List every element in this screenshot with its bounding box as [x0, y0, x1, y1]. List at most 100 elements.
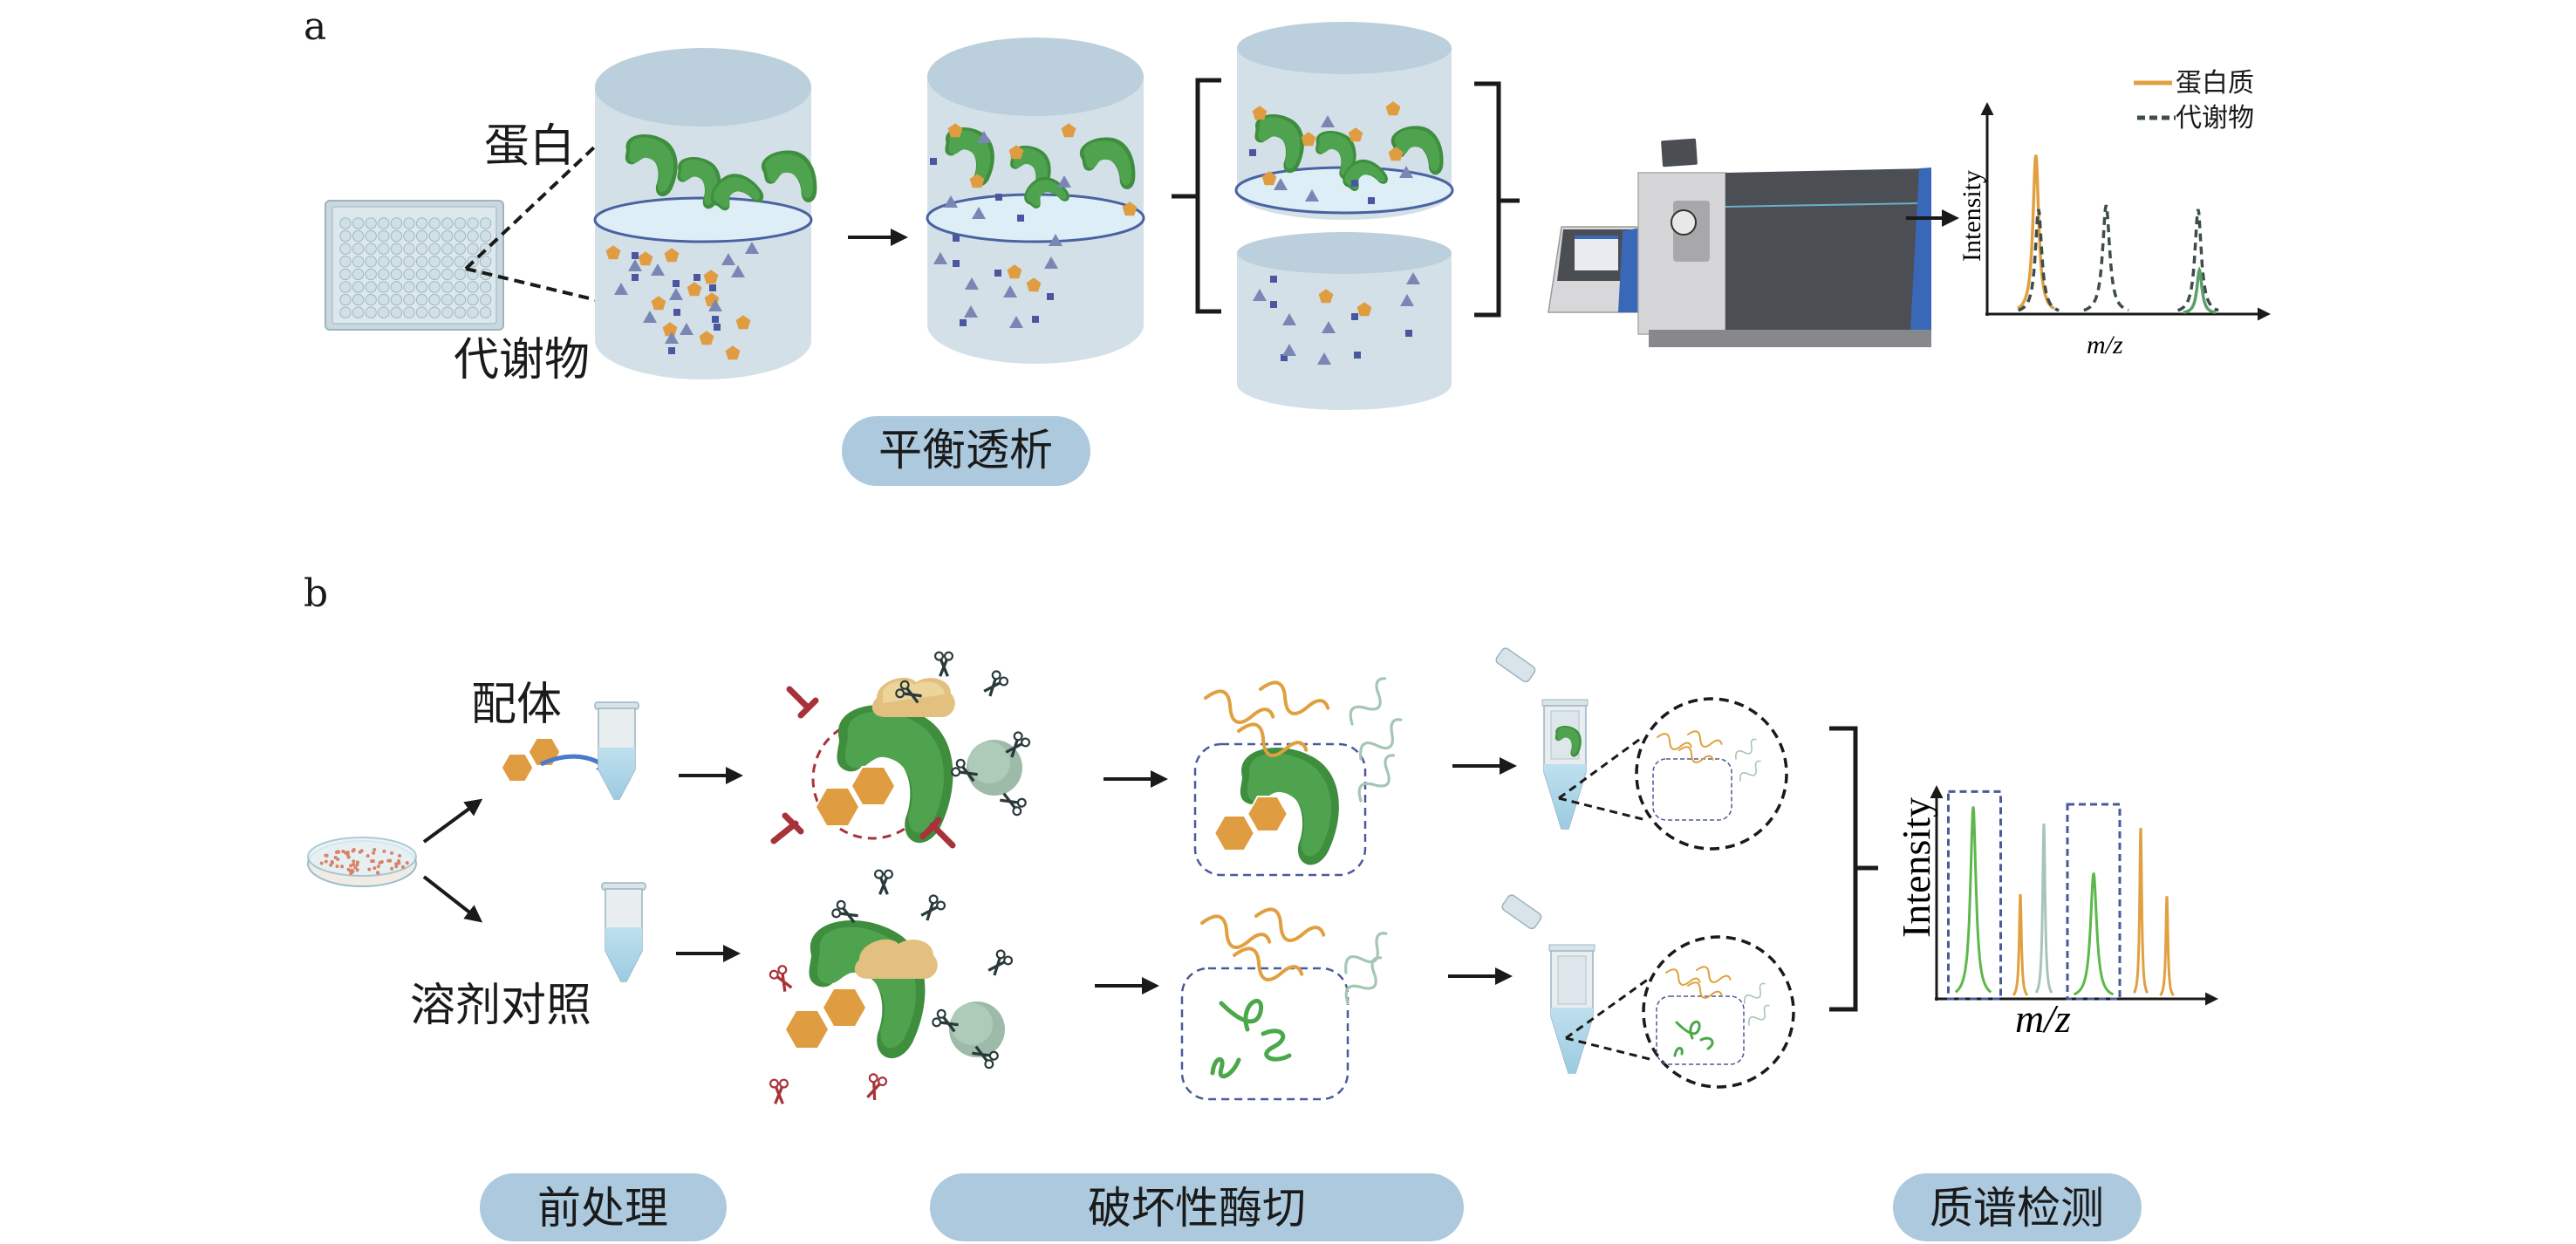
metabolite-square-icon — [1249, 149, 1256, 156]
well — [340, 256, 351, 267]
peak-target-protein-0 — [1956, 807, 1992, 993]
dialysis-chamber-initial — [595, 48, 823, 379]
step-pill-pretreatment: 前处理 — [480, 1173, 727, 1241]
peak-target-protein-1 — [2074, 873, 2114, 995]
scissors-icon — [981, 670, 1009, 700]
peptide-fragment — [1198, 912, 1271, 958]
well — [404, 256, 414, 267]
metabolite-square-icon — [1270, 301, 1277, 308]
well — [366, 243, 376, 254]
cell-dot — [341, 850, 345, 853]
cell-dot — [331, 861, 334, 865]
well — [352, 269, 363, 279]
cell-dot — [386, 859, 390, 863]
well — [391, 282, 401, 292]
cell-dot — [336, 858, 339, 861]
well — [404, 243, 414, 254]
well — [416, 269, 427, 279]
well — [468, 218, 478, 229]
step-pill-equilibrium-dialysis: 平衡透析 — [842, 416, 1090, 486]
chart-a: Intensity m/z 蛋白质 代谢物 — [1958, 68, 2268, 359]
well — [454, 282, 465, 292]
chart-a-xlabel: m/z — [2087, 331, 2123, 359]
well — [468, 230, 478, 241]
well — [429, 269, 440, 279]
well — [379, 282, 389, 292]
cell-dot — [356, 868, 359, 871]
cell-dot — [372, 866, 376, 870]
peptide-fragment — [1341, 954, 1391, 1009]
metabolite-square-icon — [668, 347, 675, 354]
well — [480, 282, 490, 292]
well — [454, 256, 465, 267]
peak-other-protein-orange-0 — [2013, 894, 2027, 995]
cell-dot — [390, 867, 393, 871]
well — [379, 256, 389, 267]
cell-dot — [390, 851, 393, 855]
legend-label-protein: 蛋白质 — [2176, 68, 2254, 99]
cell-dot — [350, 869, 353, 872]
well — [379, 269, 389, 279]
well — [340, 218, 351, 229]
unprotected-target-protein — [785, 920, 926, 1058]
cell-dot — [397, 861, 400, 865]
chart-b-ylabel: Intensity — [1894, 797, 1938, 938]
metabolite-square-icon — [953, 235, 960, 242]
bracket-left — [1172, 80, 1221, 311]
step-pill-ms-detection: 质谱检测 — [1893, 1173, 2142, 1241]
well — [366, 307, 376, 318]
zoom-inset-ligand — [1559, 699, 1787, 849]
step-pill-label: 质谱检测 — [1930, 1183, 2104, 1234]
legend-label-metabolite: 代谢物 — [2176, 103, 2254, 133]
protease-scissors-red-icon — [769, 965, 796, 995]
peptide-fragment — [1340, 930, 1395, 981]
scissors-icon — [875, 871, 892, 894]
well — [454, 218, 465, 229]
well — [416, 218, 427, 229]
scissors-icon — [918, 894, 946, 924]
cell-dot — [398, 854, 401, 858]
cell-dot — [370, 859, 373, 863]
well — [442, 243, 453, 254]
panel-a-label: a — [304, 4, 326, 49]
cell-dot — [347, 856, 351, 859]
highlight-box — [2067, 804, 2120, 999]
cell-dot — [346, 851, 350, 854]
metabolite-square-icon — [960, 319, 967, 326]
well — [366, 230, 376, 241]
well — [468, 307, 478, 318]
well — [429, 282, 440, 292]
well — [340, 282, 351, 292]
cell-dot — [367, 868, 371, 871]
well — [416, 282, 427, 292]
step-pill-label: 前处理 — [537, 1183, 668, 1234]
metabolite-square-icon — [673, 309, 680, 316]
chart-b: Intensity m/z — [1894, 788, 2216, 1041]
cell-dot — [320, 861, 324, 865]
scissors-icon — [935, 653, 953, 677]
membrane — [595, 198, 811, 242]
dialysis-chamber-buffer-side — [1237, 232, 1452, 410]
well — [391, 307, 401, 318]
well — [391, 218, 401, 229]
well — [480, 256, 490, 267]
petri-dish-icon — [308, 837, 416, 886]
cell-dot — [336, 850, 339, 853]
peptide-fragment — [1201, 687, 1274, 733]
cell-dot — [335, 865, 338, 868]
protein-label: 蛋白 — [484, 120, 575, 173]
well — [340, 269, 351, 279]
well — [454, 269, 465, 279]
protease-scissors-red-icon — [770, 1080, 788, 1104]
well — [352, 307, 363, 318]
peptide-fragment — [1252, 905, 1325, 951]
centrifuge-tube-control — [602, 883, 646, 981]
well — [352, 256, 363, 267]
peptide-fragment — [1230, 944, 1303, 990]
mass-spectrometer-icon — [1548, 139, 1931, 347]
branch-arrow-control — [424, 877, 480, 920]
metabolite-square-icon — [1032, 316, 1039, 323]
peak-other-protein-orange-1 — [2134, 828, 2147, 993]
step-pill-destructive-digestion: 破坏性酶切 — [930, 1173, 1464, 1241]
